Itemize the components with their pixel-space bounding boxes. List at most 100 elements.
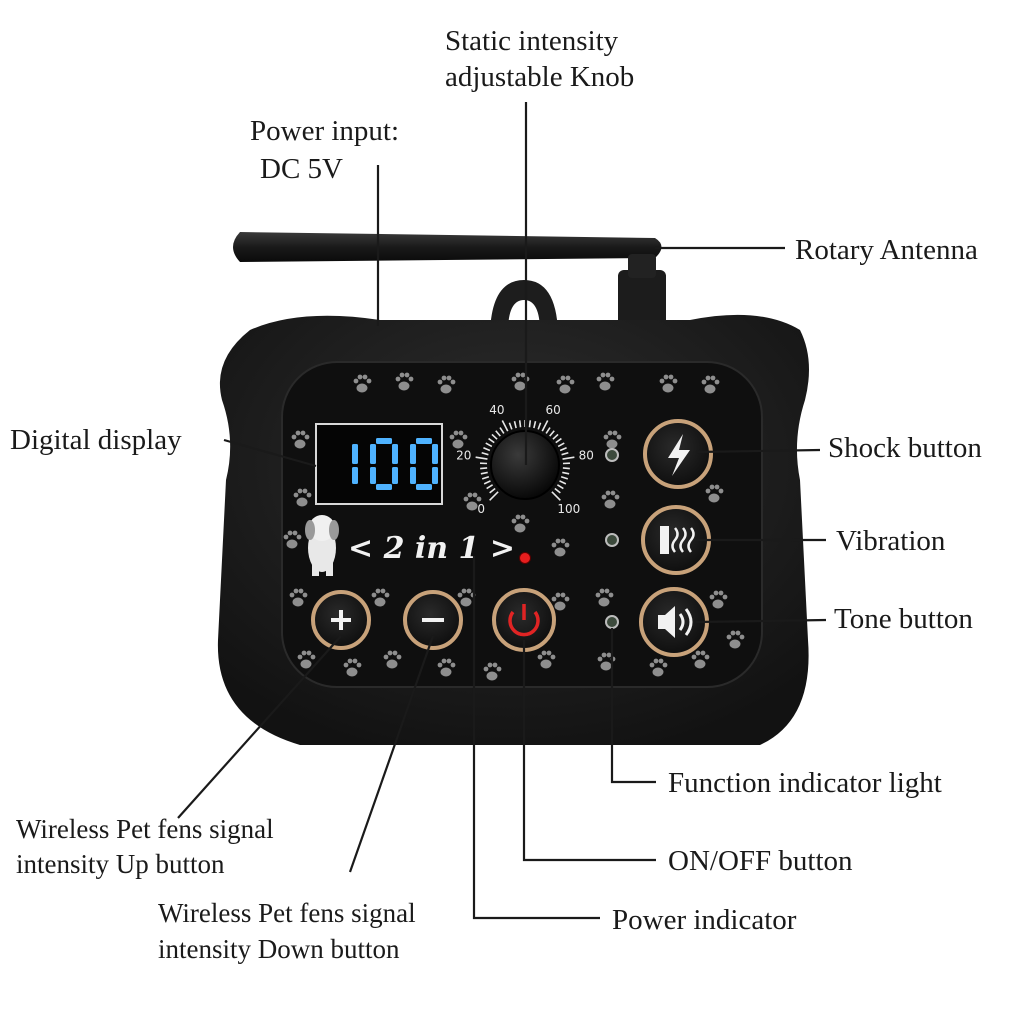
knob-tick: [518, 420, 522, 428]
knob-scale-label: 80: [579, 448, 594, 462]
display-segment: [370, 467, 376, 484]
knob-scale-label: 20: [456, 448, 471, 462]
knob-tick: [562, 456, 575, 460]
knob-tick: [559, 447, 567, 452]
digital-display: [315, 423, 443, 505]
knob-scale-label: 60: [546, 403, 561, 417]
knob-scale-label: 100: [557, 502, 580, 516]
knob-tick: [480, 471, 488, 475]
knob-scale-ticks: [475, 420, 575, 501]
knob-tick: [485, 442, 493, 448]
knob-tick: [545, 427, 551, 434]
knob-tick: [486, 484, 494, 490]
tone-button[interactable]: [639, 587, 709, 657]
knob-tick: [528, 420, 532, 428]
knob-tick: [489, 487, 496, 494]
knob-tick: [501, 420, 509, 432]
knob-tick: [559, 480, 567, 485]
knob-tick: [483, 480, 491, 485]
label-up-line1: Wireless Pet fens signal: [16, 814, 274, 844]
display-digits: [352, 438, 438, 490]
knob-tick: [555, 437, 562, 444]
display-segment: [416, 484, 432, 490]
display-segment: [432, 444, 438, 464]
display-segment: [352, 467, 358, 484]
knob-tick: [488, 437, 495, 444]
knob-tick: [533, 421, 537, 429]
plus-icon: [331, 610, 351, 630]
knob-tick: [483, 447, 491, 452]
knob-tick: [508, 422, 513, 430]
knob-tick: [562, 467, 570, 470]
label-vibration: Vibration: [836, 525, 946, 557]
display-segment: [352, 444, 358, 464]
callout-leaders: [177, 102, 827, 920]
knob-tick: [561, 452, 569, 456]
label-tone: Tone button: [834, 603, 973, 635]
label-power-indicator: Power indicator: [612, 904, 797, 936]
knob-tick: [499, 427, 505, 434]
signal-down-button[interactable]: [403, 590, 463, 650]
dog-logo-icon: [305, 515, 339, 576]
callout-labels: Static intensity adjustable Knob Power i…: [10, 25, 982, 964]
knob-tick: [480, 467, 488, 470]
knob-tick: [475, 456, 488, 460]
knob-tick: [551, 491, 561, 501]
display-segment: [432, 467, 438, 484]
knob-tick: [554, 487, 561, 494]
knob-scale-label: 0: [477, 502, 485, 516]
display-segment: [410, 444, 416, 464]
knob-tick: [557, 442, 565, 448]
lightning-icon: [668, 434, 690, 476]
knob-scale-labels: 0 20 40 60 80 100: [456, 403, 594, 516]
display-segment: [410, 467, 416, 484]
knob-scale-label: 40: [489, 403, 504, 417]
knob-tick: [560, 475, 569, 480]
logo-text: < 2 in 1 >: [348, 531, 515, 566]
label-knob-line2: adjustable Knob: [445, 61, 634, 93]
knob-tick: [489, 491, 499, 501]
label-power-input-line2: DC 5V: [260, 153, 343, 185]
knob-tick: [562, 471, 570, 475]
vibration-indicator-led: [605, 533, 619, 547]
tone-indicator-led: [605, 615, 619, 629]
vibration-icon: [660, 526, 695, 554]
label-digital-display: Digital display: [10, 424, 182, 456]
display-segment: [392, 444, 398, 464]
shock-button[interactable]: [643, 419, 713, 489]
power-icon: [508, 604, 540, 637]
label-up-line2: intensity Up button: [16, 849, 225, 879]
label-power-input-line1: Power input:: [250, 115, 399, 147]
signal-up-button[interactable]: [311, 590, 371, 650]
shock-indicator-led: [605, 448, 619, 462]
knob-tick: [552, 433, 559, 440]
label-knob-line1: Static intensity: [445, 25, 619, 57]
rotary-antenna[interactable]: [233, 232, 666, 330]
hanging-loop: [490, 280, 558, 332]
onoff-button[interactable]: [492, 588, 556, 652]
receiver-device: 0 20 40 60 80 100 < 2 in 1 >: [217, 232, 810, 745]
label-function-light: Function indicator light: [668, 767, 942, 799]
speaker-icon: [658, 606, 693, 638]
display-segment: [370, 444, 376, 464]
label-onoff: ON/OFF button: [668, 845, 853, 877]
brand-logo: < 2 in 1 >: [305, 515, 515, 576]
display-segment: [376, 484, 392, 490]
display-segment: [392, 467, 398, 484]
display-segment: [416, 438, 432, 444]
knob-tick: [541, 420, 549, 432]
label-antenna: Rotary Antenna: [795, 234, 978, 266]
label-shock: Shock button: [828, 432, 982, 464]
knob-tick: [481, 452, 489, 456]
label-down-line1: Wireless Pet fens signal: [158, 898, 416, 928]
knob-tick: [513, 421, 517, 429]
knob-tick: [481, 475, 490, 480]
knob-tick: [537, 422, 542, 430]
knob-tick: [495, 430, 501, 437]
label-down-line2: intensity Down button: [158, 934, 400, 964]
knob-tick: [491, 433, 498, 440]
knob-tick: [549, 430, 555, 437]
knob-tick: [556, 484, 564, 490]
display-segment: [376, 438, 392, 444]
